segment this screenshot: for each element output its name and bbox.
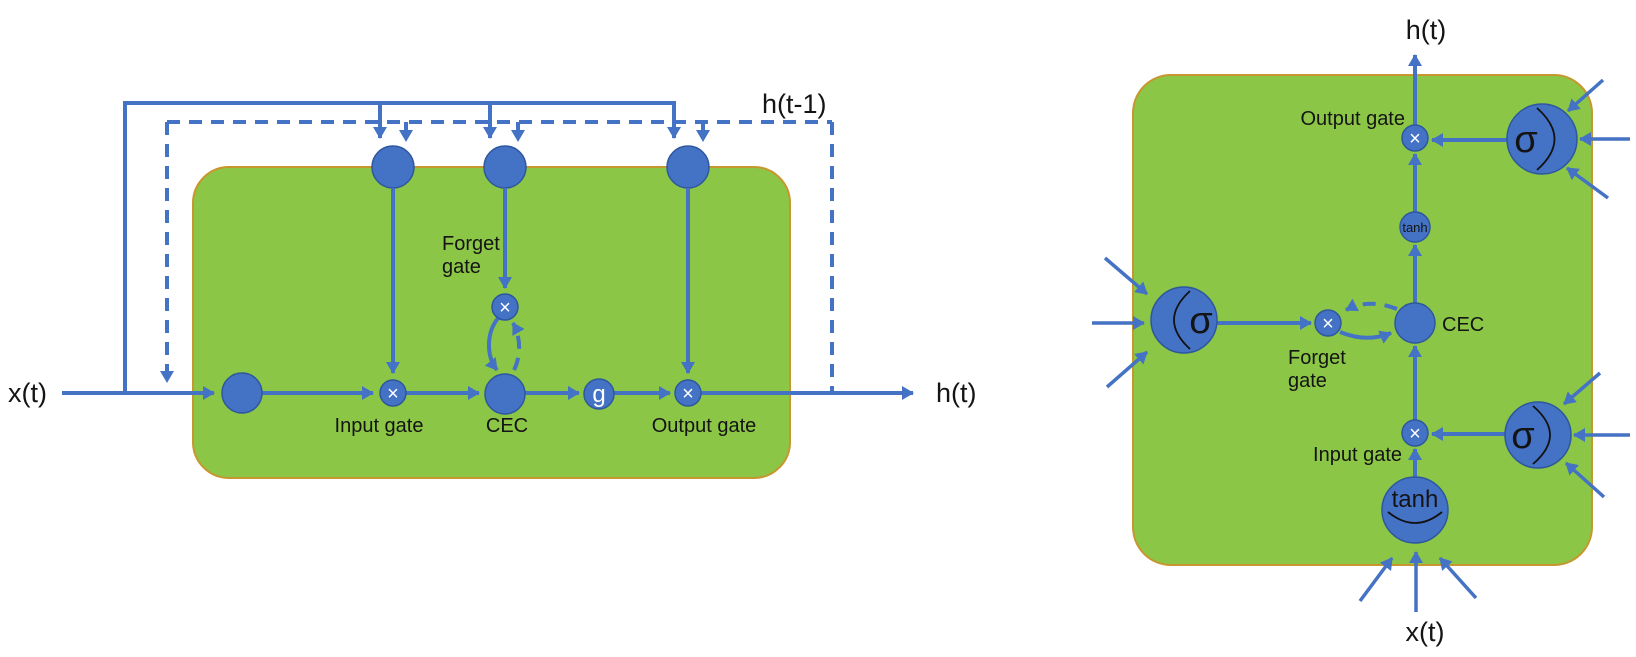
output-gate-label: Output gate <box>652 415 757 437</box>
output-gate-label: Output gate <box>1300 108 1405 130</box>
tanh-symbol: tanh <box>1402 220 1427 235</box>
sigma-arc <box>1536 107 1556 171</box>
output-gate-multiply-node: × <box>674 379 702 407</box>
lstm-gate-detail-diagram: × tanh × × tanh σ σ <box>1092 15 1630 647</box>
cec-to-forgetgate-dashed-curve <box>1345 298 1398 312</box>
forget-gate-multiply-node: × <box>1314 309 1342 337</box>
h-prev-label: h(t-1) <box>762 89 827 119</box>
tanh-circle <box>1399 211 1431 243</box>
forget-sigma-node: σ <box>1150 286 1218 354</box>
multiply-symbol: × <box>682 383 694 405</box>
forget-gate-label-line2: gate <box>1288 370 1327 392</box>
left-sigma-input-arrow-upper <box>1103 256 1149 296</box>
multiply-symbol: × <box>1409 128 1421 150</box>
x-input-label: x(t) <box>1406 617 1445 647</box>
h-output-label: h(t) <box>1406 15 1447 45</box>
multiply-circle <box>1314 309 1342 337</box>
sigma-arc <box>1173 290 1191 350</box>
multiply-symbol: × <box>1409 423 1421 445</box>
forget-gate-label-line1: Forget <box>442 233 500 255</box>
bottom-sigma-input-arrow-upper <box>1562 371 1602 406</box>
forget-gate-label-line2: gate <box>442 256 481 278</box>
forget-gate-label-line1: Forget <box>1288 347 1346 369</box>
multiply-symbol: × <box>1322 313 1334 335</box>
forgetgate-to-cec-curve <box>484 315 501 372</box>
x-input-arrow-left <box>1358 556 1394 603</box>
tanh-output-node: tanh <box>1399 211 1431 243</box>
sigma-arc <box>1532 405 1551 465</box>
output-gate-unit-node <box>666 145 710 189</box>
sigma-circle <box>1150 286 1218 354</box>
g-circle <box>583 378 615 410</box>
sigma-symbol: σ <box>1514 119 1537 161</box>
multiply-symbol: × <box>499 297 511 319</box>
g-symbol: g <box>592 381 605 408</box>
forget-gate-unit-node <box>483 145 527 189</box>
multiply-symbol: × <box>387 383 399 405</box>
input-gate-label: Input gate <box>1313 444 1402 466</box>
input-bus-line <box>123 101 681 393</box>
tanh-symbol: tanh <box>1392 486 1439 513</box>
input-gate-label: Input gate <box>335 415 424 437</box>
sigma-symbol: σ <box>1511 415 1534 457</box>
h-output-label: h(t) <box>936 378 977 408</box>
lstm-block-diagram: × × g × x(t) h(t) h(t-1) Input gate CEC … <box>8 89 977 479</box>
input-gate-multiply-node: × <box>1401 419 1429 447</box>
multiply-circle <box>1401 419 1429 447</box>
output-gate-multiply-node: × <box>1401 124 1429 152</box>
forgetgate-to-cec-curve <box>1339 330 1392 344</box>
multiply-circle <box>674 379 702 407</box>
left-sigma-input-arrow-lower <box>1105 350 1149 389</box>
input-sigma-node: σ <box>1504 401 1572 469</box>
sigma-circle <box>1506 103 1578 175</box>
tanh-circle <box>1381 476 1449 544</box>
cec-to-forgetgate-dashed-curve <box>511 322 525 371</box>
input-gate-unit-node <box>371 145 415 189</box>
tanh-arc <box>1387 511 1443 524</box>
cec-node <box>1394 302 1436 344</box>
multiply-circle <box>1401 124 1429 152</box>
input-squash-node <box>221 372 263 414</box>
x-input-arrow-right <box>1438 556 1478 600</box>
forget-gate-multiply-node: × <box>491 293 519 321</box>
multiply-circle <box>491 293 519 321</box>
input-gate-multiply-node: × <box>379 379 407 407</box>
top-sigma-input-arrow-upper <box>1566 78 1605 113</box>
g-activation-node: g <box>583 378 615 410</box>
output-sigma-node: σ <box>1506 103 1578 175</box>
x-input-label: x(t) <box>8 378 47 408</box>
cec-node <box>484 373 526 415</box>
cec-label: CEC <box>486 415 528 437</box>
cec-label: CEC <box>1442 314 1484 336</box>
sigma-circle <box>1504 401 1572 469</box>
sigma-symbol: σ <box>1189 300 1212 342</box>
bottom-sigma-input-arrow-lower <box>1564 461 1606 499</box>
tanh-input-node: tanh <box>1381 476 1449 544</box>
multiply-circle <box>379 379 407 407</box>
top-sigma-input-arrow-lower <box>1565 166 1610 200</box>
